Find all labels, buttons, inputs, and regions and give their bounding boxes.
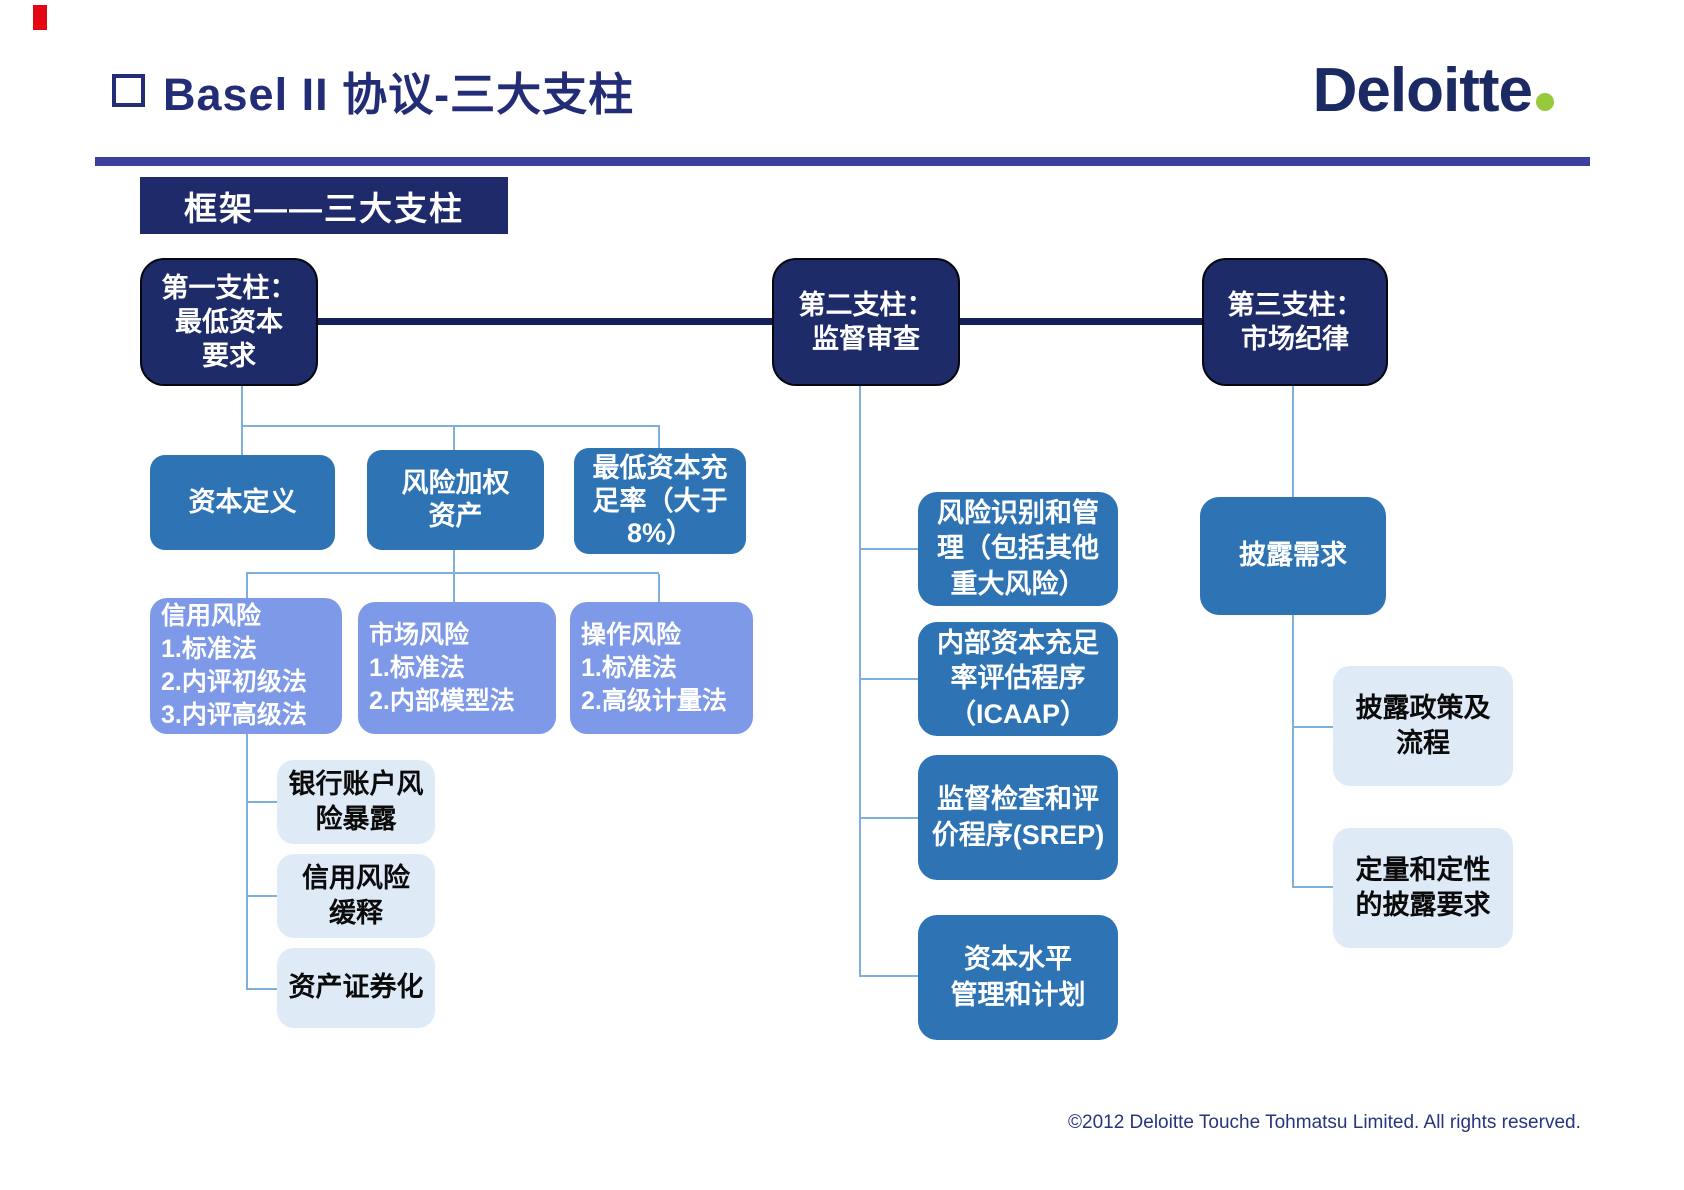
connector-p3-branch-1 <box>1294 726 1333 728</box>
box-credit-risk-mitigation-label: 信用风险 缓释 <box>302 862 410 928</box>
connector-p2-branch-3 <box>861 817 918 819</box>
connector-l3-drop-3 <box>658 574 660 602</box>
box-asset-securitization: 资产证券化 <box>277 948 435 1028</box>
bullet-square-icon <box>112 74 145 107</box>
connector-l3-drop-1 <box>246 574 248 598</box>
box-pillar-3-label: 第三支柱： 市场纪律 <box>1227 289 1363 354</box>
connector-l4-branch-3 <box>248 988 277 990</box>
page-title: Basel II 协议-三大支柱 <box>163 69 635 120</box>
connector-l4-branch-2 <box>248 895 277 897</box>
connector-p2-branch-1 <box>861 548 918 550</box>
box-capital-definition: 资本定义 <box>150 455 335 550</box>
section-banner: 框架——三大支柱 <box>140 177 508 234</box>
box-credit-risk: 信用风险 1.标准法 2.内评初级法 3.内评高级法 <box>150 598 342 734</box>
box-pillar-1: 第一支柱： 最低资本 要求 <box>140 258 318 386</box>
copyright-text: ©2012 Deloitte Touche Tohmatsu Limited. … <box>1068 1112 1581 1133</box>
box-srep: 监督检查和评 价程序(SREP) <box>918 755 1118 880</box>
box-pillar-1-label: 第一支柱： 最低资本 要求 <box>161 272 297 371</box>
box-market-risk-label: 市场风险 1.标准法 2.内部模型法 <box>369 620 515 715</box>
box-disclosure-policy: 披露政策及 流程 <box>1333 666 1513 786</box>
page-header: Basel II 协议-三大支柱 <box>112 58 634 123</box>
connector-l3-horizontal <box>246 572 659 574</box>
red-marker <box>33 5 47 30</box>
connector-p3-vertical <box>1292 615 1294 888</box>
deloitte-logo: Deloitte <box>1313 55 1554 126</box>
box-icaap-label: 内部资本充足 率评估程序 （ICAAP） <box>937 628 1099 729</box>
connector-l2-drop-2 <box>453 427 455 450</box>
box-capital-planning: 资本水平 管理和计划 <box>918 915 1118 1040</box>
connector-p2-branch-2 <box>861 678 918 680</box>
deloitte-logo-text: Deloitte <box>1312 56 1533 125</box>
connector-p2-vertical <box>859 386 861 977</box>
box-min-capital-ratio-label: 最低资本充 足率（大于 8%） <box>592 452 728 549</box>
box-disclosure-quant-qual: 定量和定性 的披露要求 <box>1333 828 1513 948</box>
section-banner-label: 框架——三大支柱 <box>184 189 464 227</box>
connector-l3-drop-2 <box>453 574 455 602</box>
connector-p2-branch-4 <box>861 975 918 977</box>
box-srep-label: 监督检查和评 价程序(SREP) <box>931 784 1105 850</box>
box-disclosure-policy-label: 披露政策及 流程 <box>1355 692 1491 758</box>
connector-l4-vertical <box>246 734 248 990</box>
deloitte-logo-dot-icon <box>1536 93 1554 111</box>
box-credit-risk-label: 信用风险 1.标准法 2.内评初级法 3.内评高级法 <box>161 602 307 729</box>
connector-p3-branch-2 <box>1294 886 1333 888</box>
box-risk-identification: 风险识别和管 理（包括其他 重大风险） <box>918 492 1118 606</box>
box-disclosure-quant-qual-label: 定量和定性 的披露要求 <box>1355 854 1491 920</box>
box-operational-risk: 操作风险 1.标准法 2.高级计量法 <box>570 602 753 734</box>
box-credit-risk-mitigation: 信用风险 缓释 <box>277 854 435 938</box>
box-risk-weighted-assets: 风险加权 资产 <box>367 450 544 550</box>
connector-l2-drop-1 <box>241 427 243 455</box>
connector-l4-branch-1 <box>248 801 277 803</box>
connector-l2-horizontal <box>241 425 660 427</box>
box-pillar-2: 第二支柱： 监督审查 <box>772 258 960 386</box>
box-disclosure-requirements: 披露需求 <box>1200 497 1386 615</box>
header-divider <box>95 157 1590 166</box>
connector-pillar1-pillar2 <box>318 318 772 325</box>
box-capital-definition-label: 资本定义 <box>188 487 297 518</box>
box-min-capital-ratio: 最低资本充 足率（大于 8%） <box>574 448 746 554</box>
connector-pillar2-pillar3 <box>960 318 1202 325</box>
box-pillar-2-label: 第二支柱： 监督审查 <box>798 289 934 354</box>
box-risk-identification-label: 风险识别和管 理（包括其他 重大风险） <box>937 498 1099 599</box>
connector-rwa-down <box>453 550 455 572</box>
box-risk-weighted-assets-label: 风险加权 资产 <box>401 468 510 531</box>
box-banking-book-exposure: 银行账户风 险暴露 <box>277 760 435 844</box>
box-pillar-3: 第三支柱： 市场纪律 <box>1202 258 1388 386</box>
box-icaap: 内部资本充足 率评估程序 （ICAAP） <box>918 622 1118 736</box>
connector-p1-down <box>241 386 243 425</box>
box-disclosure-requirements-label: 披露需求 <box>1239 540 1347 571</box>
box-banking-book-exposure-label: 银行账户风 险暴露 <box>288 768 424 834</box>
connector-p3-down <box>1292 386 1294 497</box>
connector-l2-drop-3 <box>658 427 660 448</box>
box-asset-securitization-label: 资产证券化 <box>288 972 424 1003</box>
box-market-risk: 市场风险 1.标准法 2.内部模型法 <box>358 602 556 734</box>
box-operational-risk-label: 操作风险 1.标准法 2.高级计量法 <box>581 620 727 715</box>
box-capital-planning-label: 资本水平 管理和计划 <box>950 944 1086 1010</box>
